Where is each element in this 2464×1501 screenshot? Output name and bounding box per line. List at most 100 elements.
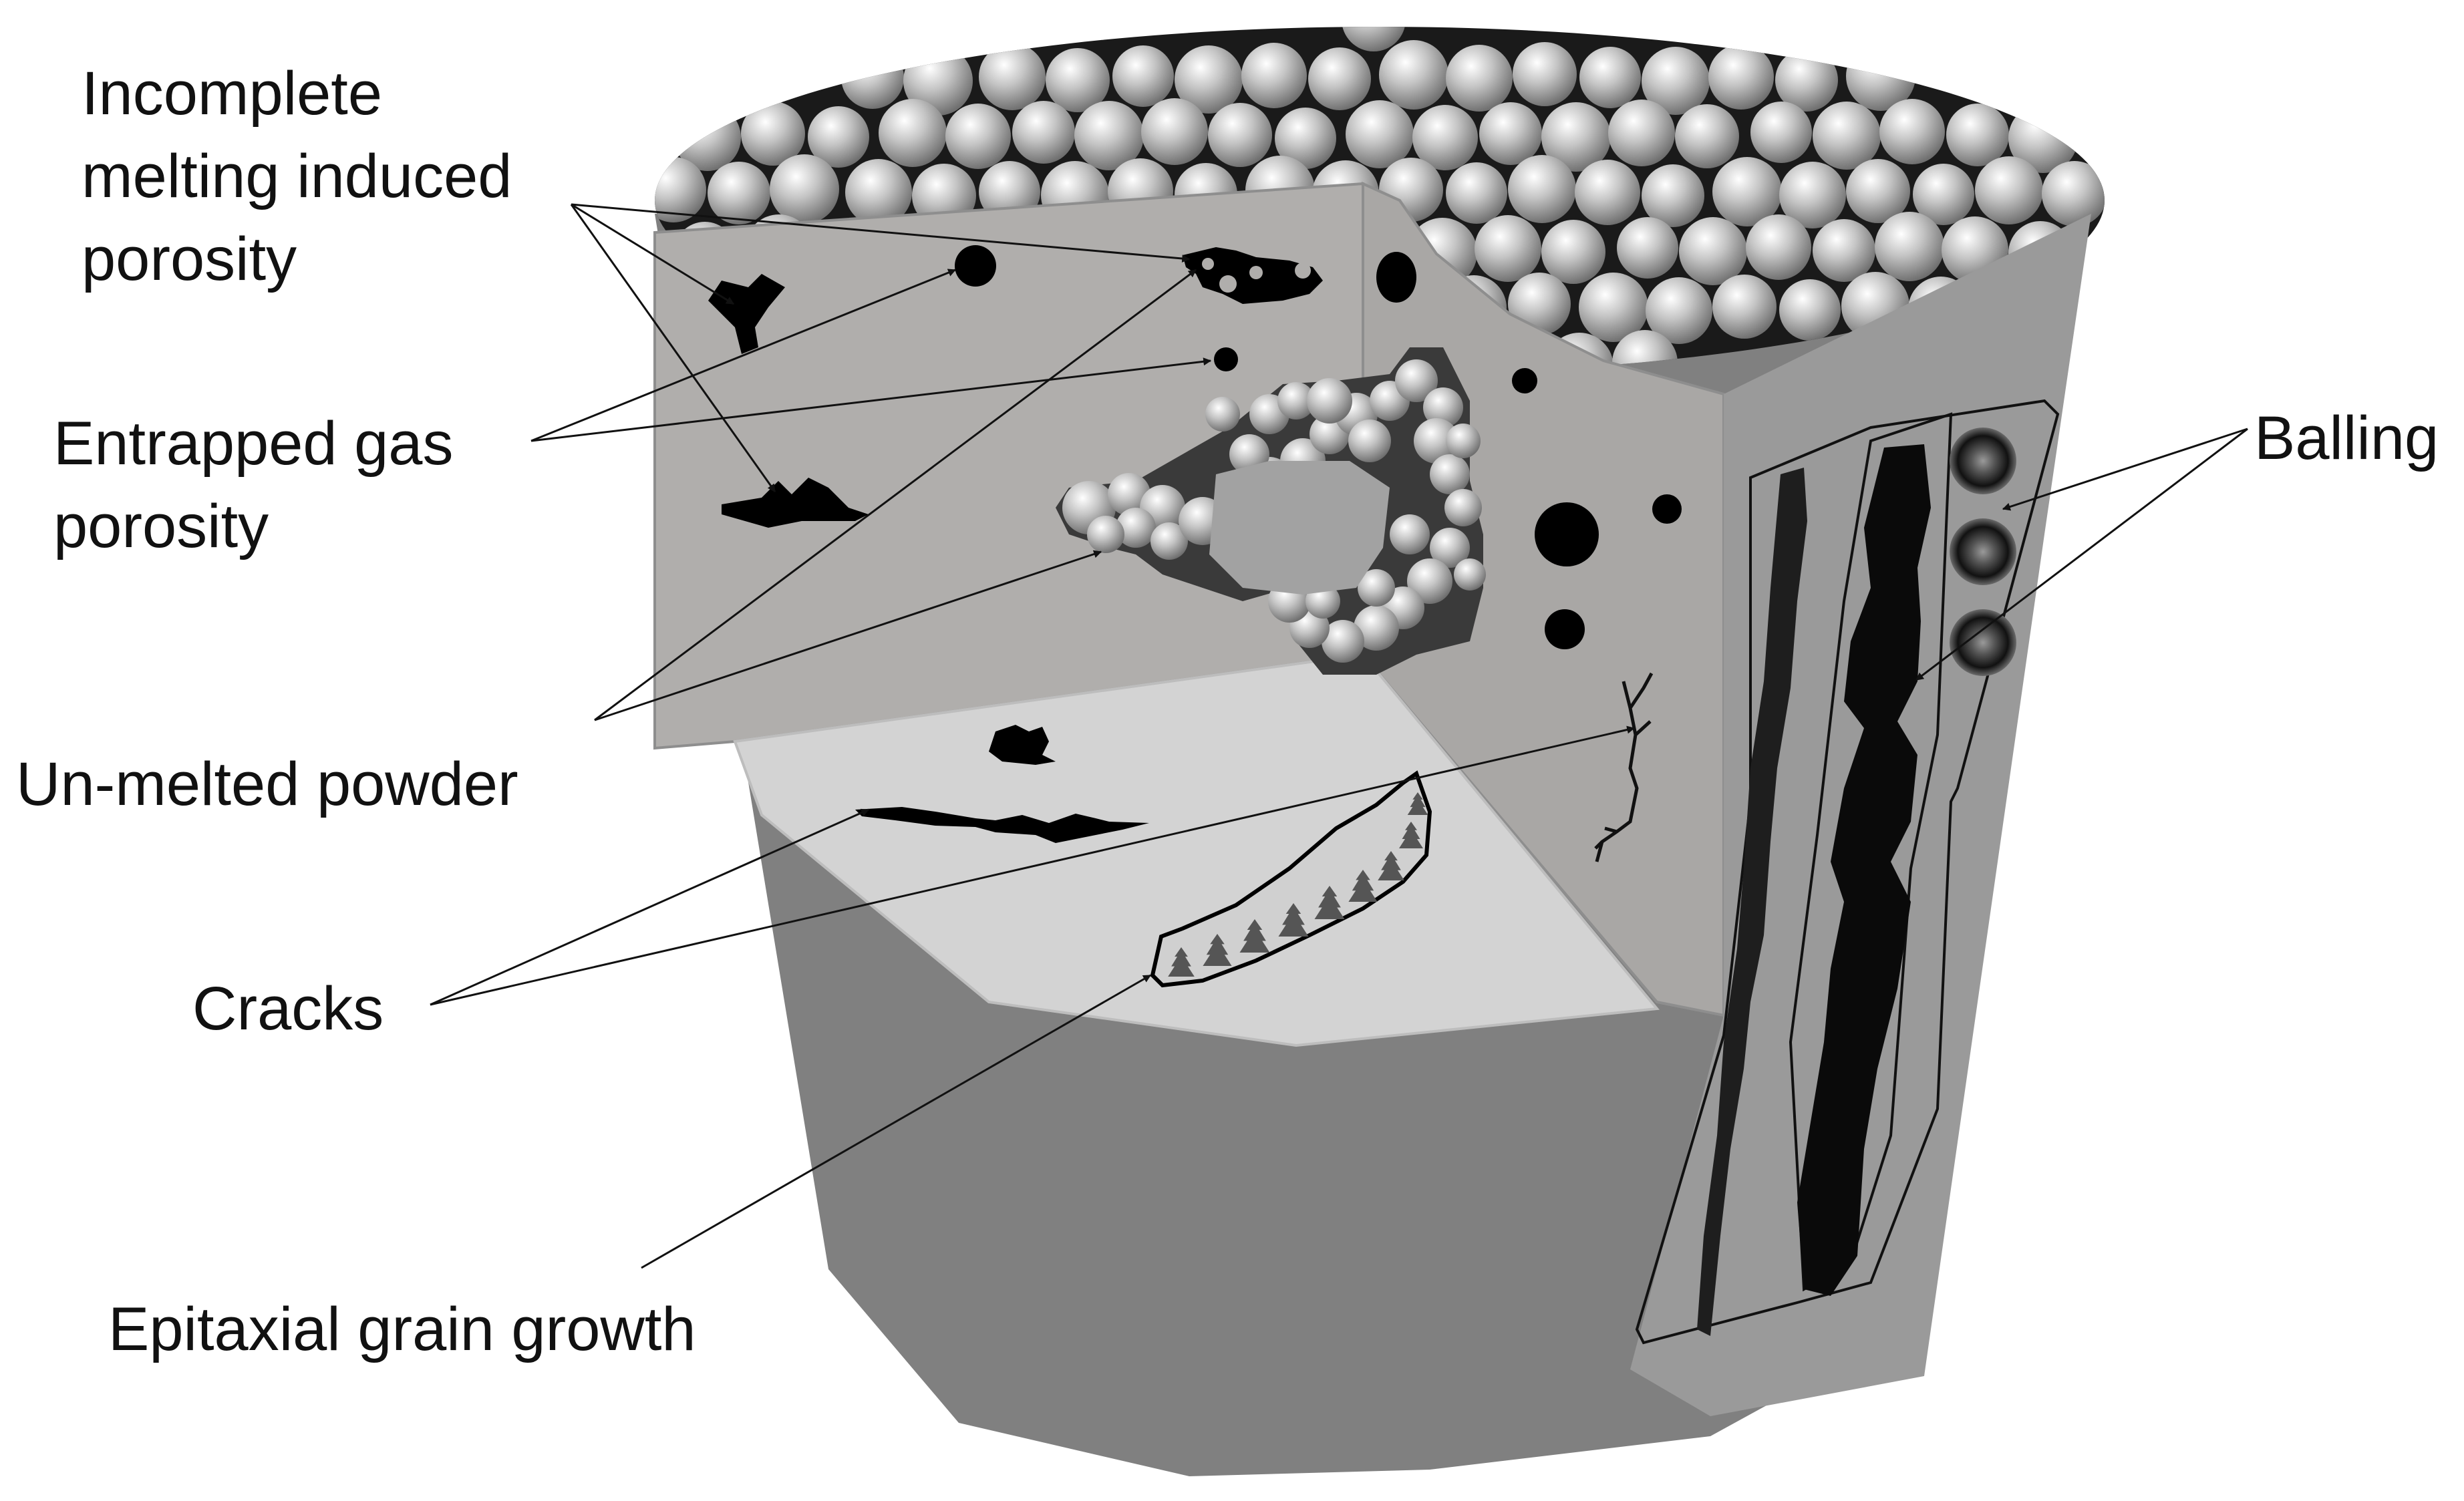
gas-pore [955,245,996,287]
powder-sphere [1454,558,1486,591]
powder-sphere [1112,45,1174,107]
powder-sphere [1446,424,1481,458]
powder-sphere [1241,43,1307,108]
powder-sphere [1012,101,1075,164]
powder-sphere [1150,522,1188,560]
powder-sphere [1108,473,1150,516]
powder-sphere [1277,382,1315,420]
powder-sphere [1579,47,1641,108]
powder-sphere [1617,217,1678,279]
crack-branching [1594,672,1654,862]
leader-lines [430,203,2248,1269]
powder-sphere [1390,514,1430,554]
label-cracks: Cracks [192,975,384,1043]
melt-pool-outline [1150,770,1432,988]
powder-sphere [1479,102,1542,165]
powder-sphere [1307,378,1352,424]
powder-sphere [1813,102,1881,170]
pore-inclusion [1202,258,1214,270]
powder-sphere [1412,105,1478,170]
powder-sphere [1430,454,1470,494]
powder-sphere [1175,45,1243,114]
powder-sphere [1750,102,1812,163]
powder-sphere [1875,212,1944,281]
balling-track-right [1797,444,1931,1296]
powder-sphere [1708,44,1774,110]
balling-sphere [1950,518,2016,585]
powder-sphere [1646,277,1712,344]
partially-melted-core [1209,461,1390,595]
powder-sphere [1141,98,1208,165]
powder-sphere [2042,161,2105,226]
powder-sphere [1275,108,1336,169]
powder-sphere [1813,219,1875,282]
powder-sphere [1322,620,1364,663]
gas-pore [1545,609,1585,649]
crack [855,807,1149,843]
powder-sphere [770,154,839,224]
scan-track-outline [1635,399,2060,1345]
powder-sphere [1879,99,1945,164]
powder-sphere [1354,605,1399,651]
powder-sphere [1430,528,1470,568]
incomplete-melting-pore [989,725,1056,765]
powder-sphere [1513,42,1577,106]
dendrite [1314,886,1345,919]
powder-sphere [808,106,869,168]
powder-sphere [1775,49,1838,112]
powder-sphere [1975,156,2043,224]
balling-track-left [1697,468,1807,1336]
powder-sphere [1642,47,1710,115]
label-incomplete-melting-porosity: Incomplete melting induced porosity [82,59,512,293]
dendrite [1278,903,1309,937]
powder-sphere [945,104,1011,169]
dendrite [1378,851,1404,880]
powder-sphere [1308,47,1371,110]
powder-sphere [1541,102,1611,172]
powder-sphere [1046,48,1110,112]
powder-sphere [1579,273,1648,342]
pore-inclusion [1219,275,1237,293]
powder-sphere [1746,214,1811,280]
dendrite [1168,947,1195,977]
powder-sphere [1508,155,1576,223]
gas-pore [1214,347,1238,371]
dendrite [1399,822,1423,848]
pore-inclusion [1249,266,1263,279]
powder-sphere [1205,397,1240,432]
powder-sphere [1642,164,1704,227]
incomplete-melting-pore [722,478,869,528]
powder-sphere [708,162,770,224]
label-balling: Balling [2254,404,2439,472]
powder-sphere [1679,217,1747,285]
gas-pore [1512,368,1537,393]
dendrite [1239,919,1270,953]
powder-sphere [1407,558,1452,604]
powder-sphere [1395,359,1438,402]
label-entrapped-gas-porosity: Entrapped gas porosity [53,409,454,560]
powder-sphere [1712,275,1777,339]
powder-sphere [1846,159,1910,223]
balling-sphere [1950,609,2016,676]
powder-sphere [1208,103,1272,167]
powder-sphere [1116,508,1156,548]
powder-sphere [1608,100,1675,166]
powder-sphere [1675,104,1739,168]
powder-sphere [1575,160,1640,225]
powder-sphere [1712,157,1782,226]
powder-sphere [1913,164,1974,225]
powder-sphere [1946,104,2009,166]
label-unmelted-powder: Un-melted powder [16,750,518,818]
powder-sphere [1779,162,1846,228]
powder-sphere [1379,40,1448,110]
powder-sphere [1074,101,1144,170]
dendrite [1203,934,1232,966]
powder-sphere [1444,489,1482,526]
powder-sphere [741,102,805,166]
dendrite [1348,870,1378,902]
pore-inclusion [1295,263,1311,279]
gas-pore [1376,252,1416,303]
powder-sphere [1348,420,1391,462]
powder-sphere [1414,418,1459,464]
